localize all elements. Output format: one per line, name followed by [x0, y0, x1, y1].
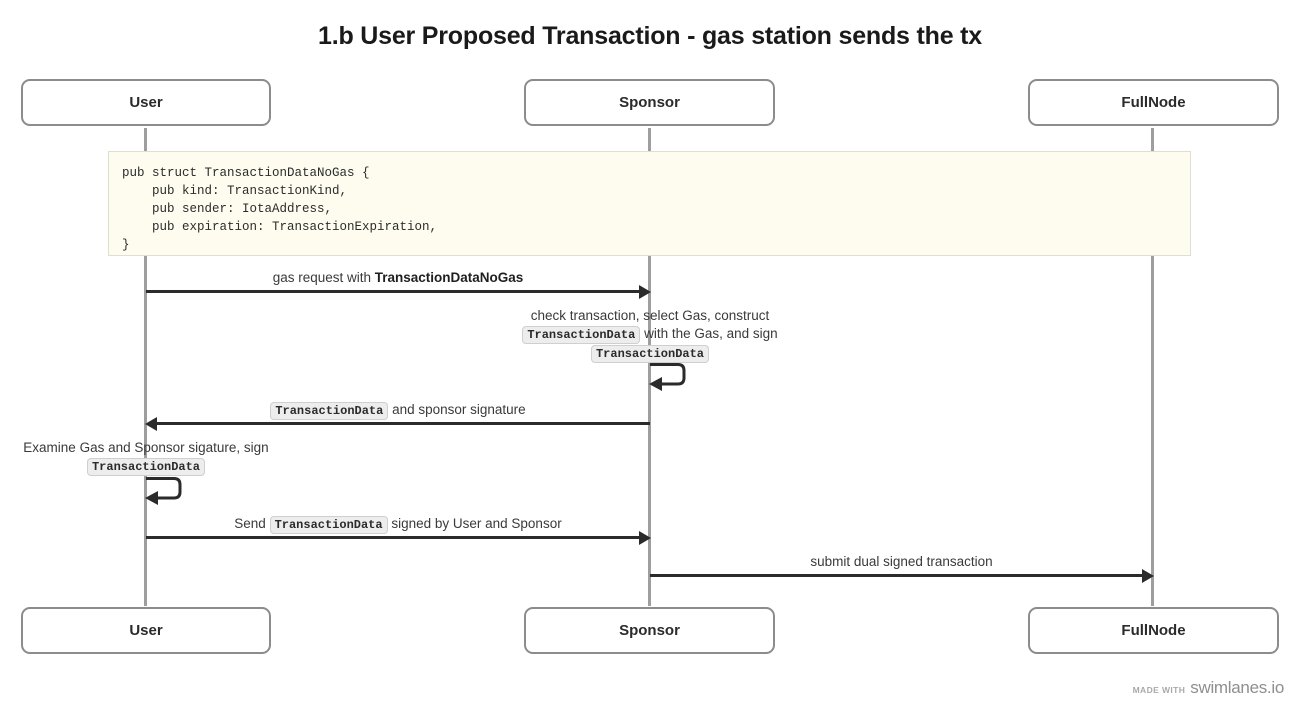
code-chip-transaction-data: TransactionData [269, 516, 388, 534]
page-title: 1.b User Proposed Transaction - gas stat… [318, 22, 982, 50]
message-label-submit-dual-signed: submit dual signed transaction [810, 554, 993, 569]
code-chip-transaction-data: TransactionData [86, 458, 206, 476]
message-line-2: with the Gas, and sign [640, 326, 778, 341]
message-label-gas-request: gas request with TransactionDataNoGas [146, 269, 650, 287]
participant-footer-sponsor[interactable]: Sponsor [524, 607, 775, 654]
watermark-made-with-label: MADE WITH [1132, 685, 1186, 695]
code-chip-transaction-data: TransactionData [590, 345, 710, 363]
message-line-1: check transaction, select Gas, construct [530, 308, 770, 323]
participant-header-sponsor[interactable]: Sponsor [524, 79, 775, 126]
participant-footer-fullnode[interactable]: FullNode [1028, 607, 1279, 654]
note-transaction-data-no-gas: pub struct TransactionDataNoGas { pub ki… [108, 151, 1191, 256]
arrowhead-right-icon [1142, 568, 1154, 583]
message-arrow-gas-request [146, 290, 639, 293]
message-text: and sponsor signature [388, 402, 526, 417]
message-text-before: Send [234, 516, 270, 531]
selfloop-arrow-user [145, 477, 182, 505]
message-line-1: Examine Gas and Sponsor sigature, sign [23, 440, 269, 455]
message-label-transaction-data-signature: TransactionData and sponsor signature [146, 401, 650, 420]
participant-header-user[interactable]: User [21, 79, 271, 126]
arrowhead-right-icon [639, 530, 651, 545]
code-chip-transaction-data: TransactionData [270, 402, 389, 420]
lifeline-fullnode [1151, 128, 1154, 606]
message-label-check-transaction: check transaction, select Gas, construct… [440, 307, 860, 363]
arrowhead-right-icon [639, 284, 651, 299]
code-chip-transaction-data: TransactionData [522, 326, 641, 344]
arrowhead-left-icon [145, 416, 157, 431]
message-arrow-send-transaction-data [146, 536, 639, 539]
watermark[interactable]: MADE WITH swimlanes.io [1132, 678, 1285, 698]
message-label-send-transaction-data: Send TransactionData signed by User and … [146, 515, 650, 534]
watermark-brand-label: swimlanes.io [1190, 678, 1284, 697]
message-arrow-submit-dual-signed [650, 574, 1142, 577]
message-label-examine-gas: Examine Gas and Sponsor sigature, sign T… [0, 439, 356, 476]
participant-header-fullnode[interactable]: FullNode [1028, 79, 1279, 126]
message-text: gas request with [272, 270, 375, 285]
message-arrow-transaction-data-return [157, 422, 650, 425]
selfloop-arrow-sponsor [649, 363, 686, 391]
lifeline-user [144, 128, 147, 606]
message-text-after: signed by User and Sponsor [387, 516, 562, 531]
lifeline-sponsor [648, 128, 651, 606]
participant-footer-user[interactable]: User [21, 607, 271, 654]
message-bold-token: TransactionDataNoGas [374, 270, 524, 285]
